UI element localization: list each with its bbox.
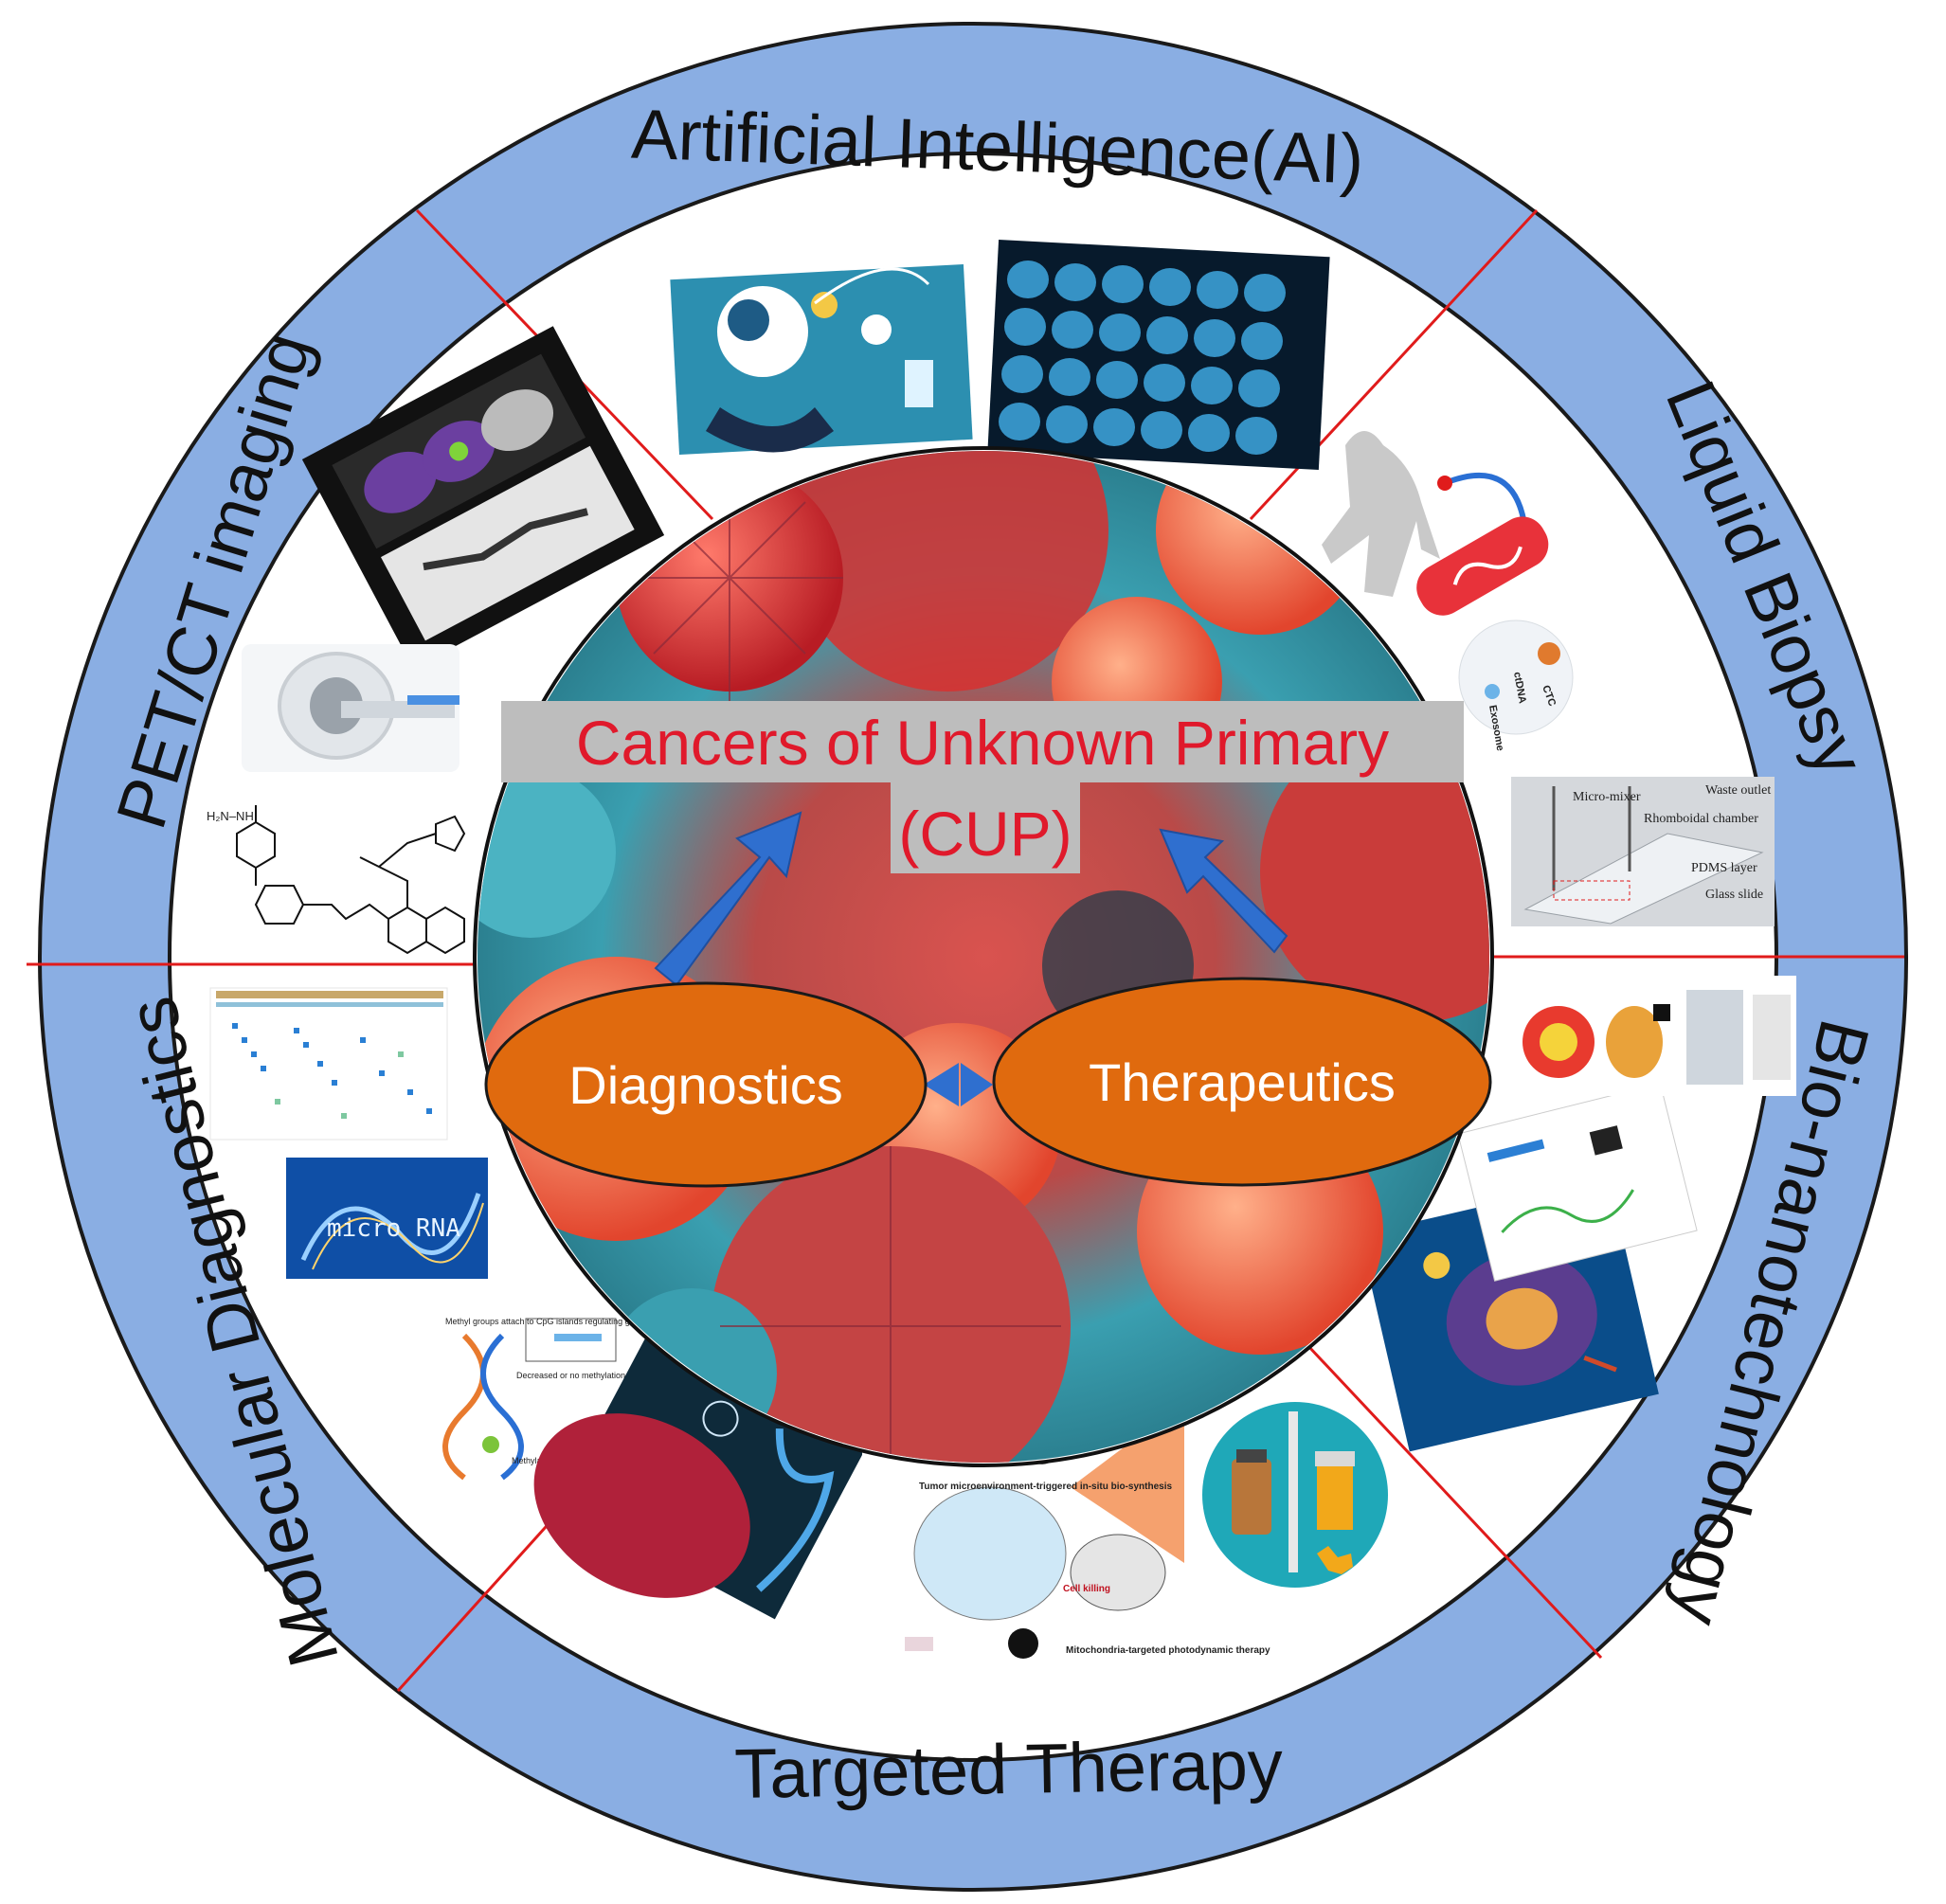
diagnostics-oval: Diagnostics bbox=[484, 981, 928, 1188]
waste-outlet-label: Waste outlet bbox=[1705, 783, 1771, 798]
methyl-text: Methyl groups attach to CpG islands regu… bbox=[445, 1317, 688, 1326]
petct-scanner-illustration bbox=[242, 644, 459, 772]
double-arrow-link bbox=[924, 1063, 993, 1106]
liquid-biopsy-illustration: CTC ctDNA Exosome bbox=[1322, 431, 1574, 752]
chemical-structure-illustration bbox=[236, 805, 466, 955]
micro-mixer-label: Micro-mixer bbox=[1573, 790, 1641, 804]
diagnostics-label: Diagnostics bbox=[568, 1055, 842, 1115]
center-title-line1: Cancers of Unknown Primary bbox=[576, 708, 1389, 778]
chem-label-nh: H₂N–NH bbox=[207, 809, 254, 823]
center-title-block: Cancers of Unknown Primary (CUP) bbox=[501, 701, 1464, 873]
ring-label-targeted-therapy-text: Targeted Therapy bbox=[734, 1725, 1284, 1813]
therapeutics-oval: Therapeutics bbox=[992, 977, 1492, 1187]
tumor-microenv-text: Tumor microenvironment-triggered in-situ… bbox=[919, 1482, 1173, 1492]
petct-scan-illustration bbox=[301, 326, 665, 669]
center-title-line2: (CUP) bbox=[898, 799, 1072, 869]
micro-rna-label: micro RNA bbox=[327, 1214, 460, 1243]
drug-vials-icon bbox=[1202, 1402, 1388, 1588]
bio-nano-organelle-illustration bbox=[1495, 976, 1796, 1096]
tumor-microenv-illustration: Tumor microenvironment-triggered in-situ… bbox=[862, 1402, 1270, 1667]
arrow-diagnostics-up bbox=[654, 811, 802, 987]
divider-bottom-right bbox=[1306, 1343, 1603, 1660]
mutation-heatmap-illustration bbox=[209, 987, 448, 1141]
pdms-layer-label: PDMS layer bbox=[1691, 861, 1757, 875]
glass-slide-label: Glass slide bbox=[1705, 888, 1763, 902]
targeted-cell-illustration bbox=[533, 1336, 864, 1620]
mito-text: Mitochondria-targeted photodynamic thera… bbox=[1066, 1645, 1270, 1656]
cell-killing-text: Cell killing bbox=[1063, 1584, 1110, 1594]
therapeutics-label: Therapeutics bbox=[1089, 1052, 1396, 1112]
brain-mri-illustration bbox=[987, 239, 1330, 471]
rhomboidal-chamber-label: Rhomboidal chamber bbox=[1644, 812, 1758, 826]
microfluidic-chip-illustration: Micro-mixer Waste outlet Rhomboidal cham… bbox=[1511, 777, 1775, 926]
ai-robot-illustration bbox=[670, 264, 973, 455]
bio-nano-sensor-illustration bbox=[1457, 1083, 1698, 1282]
ctdna-label: ctDNA bbox=[1511, 671, 1528, 704]
arrow-therapeutics-up bbox=[1159, 828, 1288, 954]
bio-nano-cell-illustration bbox=[1359, 1177, 1659, 1452]
decreased-text: Decreased or no methylation in active ge… bbox=[516, 1371, 724, 1380]
micro-rna-illustration: micro RNA bbox=[286, 1158, 488, 1279]
